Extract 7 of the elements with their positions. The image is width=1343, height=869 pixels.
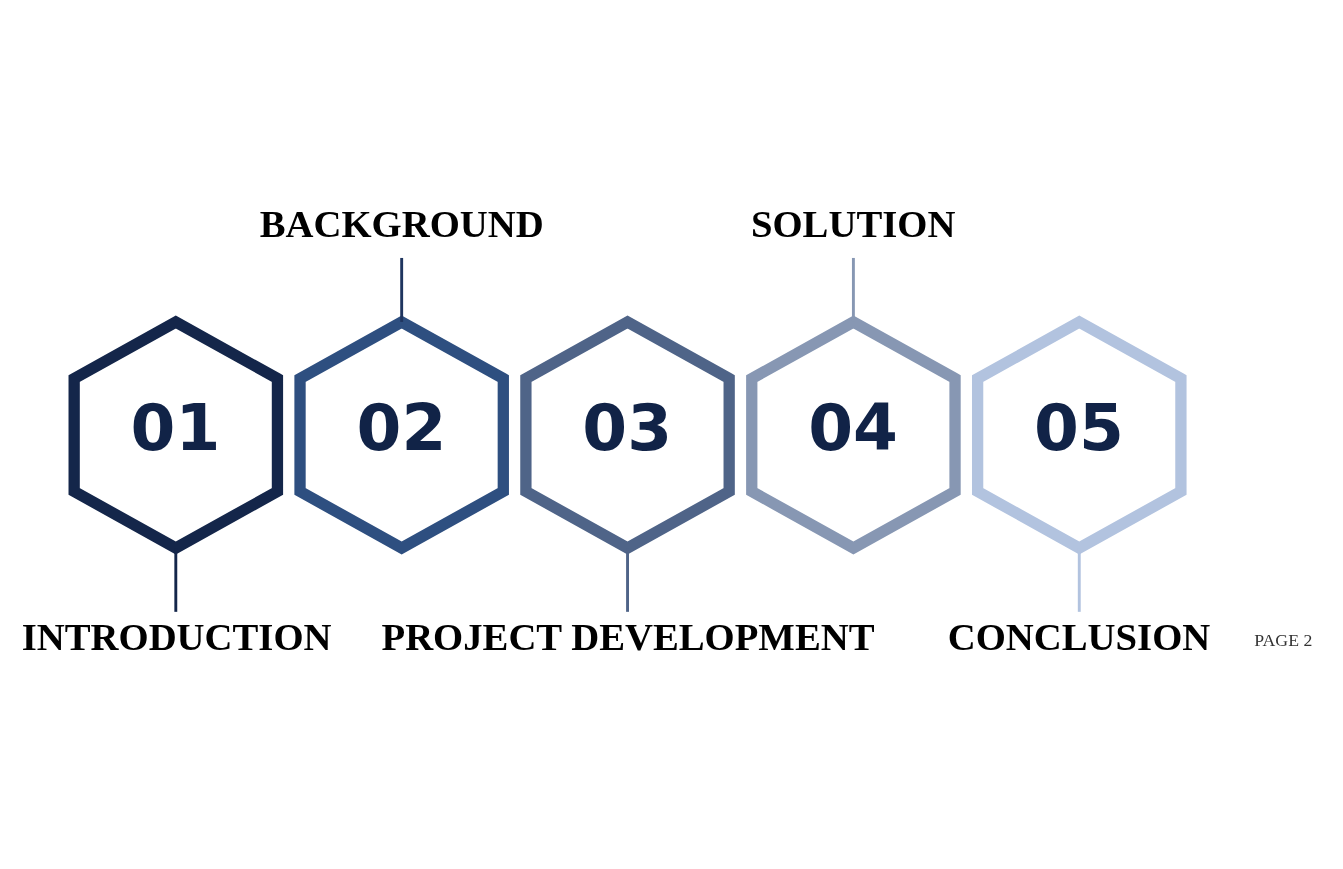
node-text: SOLUTION (750, 201, 956, 245)
connector (400, 257, 404, 322)
node-text: INTRODUCTION (21, 614, 332, 658)
node-text: CONCLUSION (947, 614, 1211, 658)
node-text: PROJECT DEVELOPMENT (381, 614, 875, 658)
node-text: BACKGROUND (259, 201, 544, 245)
label: PAGE 2 (1254, 629, 1313, 650)
